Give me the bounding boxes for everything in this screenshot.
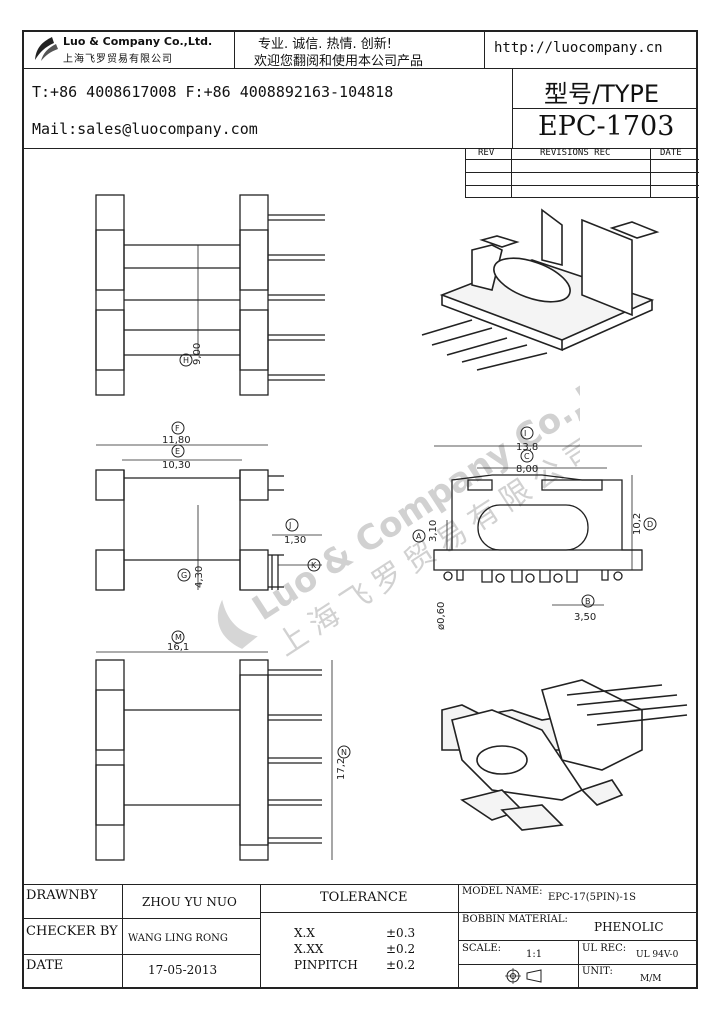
- dim-d-label: D: [647, 520, 653, 529]
- tol-xxx-value: ±0.2: [386, 942, 416, 956]
- dim-m-label: M: [175, 633, 182, 642]
- isometric-view-top: [421, 208, 660, 371]
- footer-vline-right: [578, 940, 579, 989]
- model-value: EPC-17(5PIN)-1S: [548, 892, 636, 903]
- dim-i-label: I: [524, 429, 526, 438]
- dim-g-label: G: [181, 571, 187, 580]
- front-view-1: [95, 194, 325, 396]
- dim-pin-value: ø0,60: [436, 602, 447, 630]
- header-divider: [22, 68, 698, 69]
- isometric-view-bottom: [441, 679, 688, 831]
- dim-n-value: 17,2: [336, 758, 347, 780]
- scale-value: 1:1: [526, 949, 543, 960]
- footer-hline-left-2: [22, 954, 260, 955]
- date-value: 17-05-2013: [148, 963, 218, 977]
- dim-f-value: 11,80: [162, 435, 191, 446]
- dim-a-label: A: [416, 532, 422, 541]
- dim-h-label: H: [183, 356, 189, 365]
- tol-xxx-label: X.XX: [294, 942, 324, 956]
- dim-b-label: B: [585, 597, 591, 606]
- dim-j-value: 1,30: [284, 535, 306, 546]
- drawnby-value: ZHOU YU NUO: [142, 895, 237, 909]
- dim-d-value: 10,2: [632, 513, 643, 535]
- company-name-cn: 上海飞罗贸易有限公司: [63, 54, 173, 65]
- revisions-rec-header: REVISIONS REC: [540, 148, 611, 158]
- dim-g-value: 4,30: [194, 566, 205, 588]
- dim-e-value: 10,30: [162, 460, 191, 471]
- slogan-line-2: 欢迎您翻阅和使用本公司产品: [254, 54, 424, 69]
- material-value: PHENOLIC: [594, 920, 664, 934]
- drawnby-label: DRAWNBY: [26, 888, 98, 903]
- unit-value: M/M: [640, 974, 662, 984]
- footer-hline-tol: [260, 912, 458, 913]
- tolerance-title: TOLERANCE: [320, 890, 408, 905]
- revisions-table: REV REVISIONS REC DATE: [465, 148, 699, 198]
- email-link[interactable]: Mail:sales@luocompany.com: [32, 120, 258, 138]
- header-vline-1: [234, 30, 235, 68]
- dim-b-value: 3,50: [574, 612, 596, 623]
- footer-hline-left-1: [22, 918, 260, 919]
- dim-c-label: C: [524, 452, 530, 461]
- type-label: 型号/TYPE: [544, 80, 660, 108]
- footer-top-line: [22, 884, 698, 885]
- dim-a-value: 3,10: [428, 520, 439, 542]
- material-label: BOBBIN MATERIAL:: [462, 914, 568, 925]
- tol-xx-label: X.X: [294, 926, 315, 940]
- dim-f-label: F: [175, 424, 180, 433]
- projection-symbol-icon: [505, 968, 542, 984]
- checker-value: WANG LING RONG: [128, 933, 228, 944]
- slogan-line-1: 专业. 诚信. 热情. 创新!: [258, 37, 393, 52]
- dim-m-value: 16,1: [167, 642, 189, 653]
- dim-h-value: 9,00: [192, 343, 203, 365]
- dim-j-label: J: [288, 521, 291, 530]
- drawing-frame: [22, 30, 698, 989]
- type-box-divider: [512, 108, 698, 109]
- ulrec-label: UL REC:: [582, 943, 627, 954]
- footer-vline-3: [458, 884, 459, 989]
- date-label: DATE: [26, 958, 64, 973]
- checker-label: CHECKER BY: [26, 924, 118, 939]
- tol-pinpitch-label: PINPITCH: [294, 958, 358, 972]
- phone-fax: T:+86 4008617008 F:+86 4008892163-104818: [32, 83, 394, 101]
- dim-i-value: 13,8: [516, 442, 538, 453]
- header-bottom-line: [22, 148, 698, 149]
- dim-c-value: 8,00: [516, 464, 538, 475]
- dim-n-label: N: [341, 748, 347, 757]
- footer-hline-right-1: [458, 912, 698, 913]
- header-vline-2: [484, 30, 485, 68]
- tol-xx-value: ±0.3: [386, 926, 416, 940]
- dim-e-label: E: [175, 447, 180, 456]
- dim-k-label: K: [311, 561, 317, 570]
- footer-vline-2: [260, 884, 261, 989]
- type-value: EPC-1703: [538, 111, 675, 142]
- rev-header: REV: [478, 148, 495, 158]
- drawing-area: 9,00 H F 11,80 E 10,30 J 1,30 K G 4,30 M…: [95, 194, 688, 861]
- top-view-3: [95, 651, 333, 861]
- unit-label: UNIT:: [582, 966, 613, 977]
- watermark: Luo & Company Co.,Ltd. 上海飞罗贸易有限公司: [217, 380, 580, 663]
- date-header: DATE: [660, 148, 682, 158]
- front-view-4: [433, 445, 643, 606]
- footer-vline-1: [122, 884, 123, 989]
- scale-label: SCALE:: [462, 943, 502, 954]
- side-view-2: [95, 444, 322, 591]
- ulrec-value: UL 94V-0: [636, 950, 679, 960]
- company-logo-icon: [35, 37, 58, 61]
- website-link[interactable]: http://luocompany.cn: [494, 40, 663, 56]
- company-name: Luo & Company Co.,Ltd.: [63, 35, 213, 48]
- model-label: MODEL NAME:: [462, 886, 543, 897]
- tol-pinpitch-value: ±0.2: [386, 958, 416, 972]
